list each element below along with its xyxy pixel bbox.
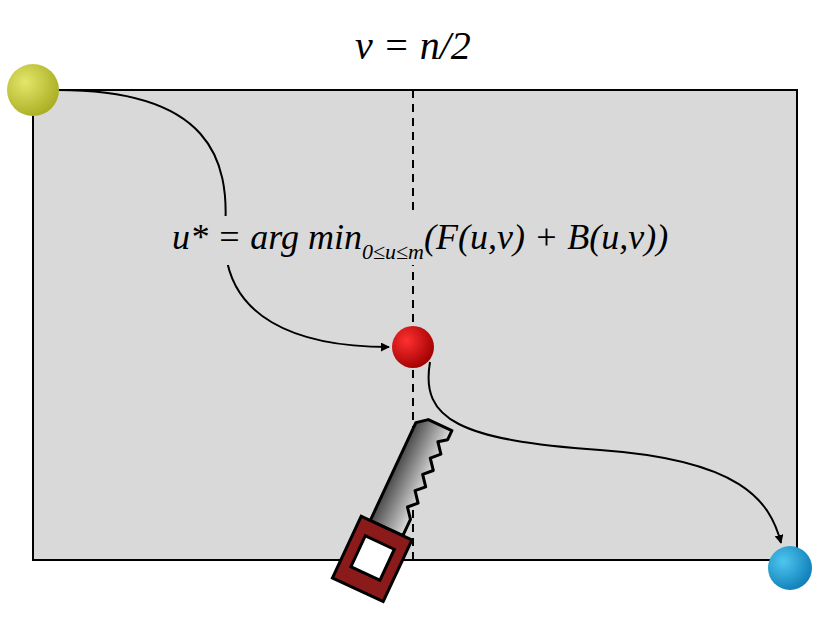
end-node <box>768 546 812 590</box>
split-node <box>392 326 434 368</box>
formula-part: (F(u,v) + B(u,v)) <box>424 217 668 257</box>
formula-subscript: 0≤u≤m <box>362 239 424 264</box>
grid-rectangle <box>33 90 797 560</box>
formula: u* = arg min0≤u≤m(F(u,v) + B(u,v)) <box>168 216 672 265</box>
saw-icon <box>332 411 461 601</box>
split-label: v = n/2 <box>355 22 471 69</box>
formula-part: u* = arg min <box>172 217 362 257</box>
forward-path <box>58 90 389 347</box>
start-node <box>7 64 59 116</box>
backward-path <box>429 362 781 543</box>
